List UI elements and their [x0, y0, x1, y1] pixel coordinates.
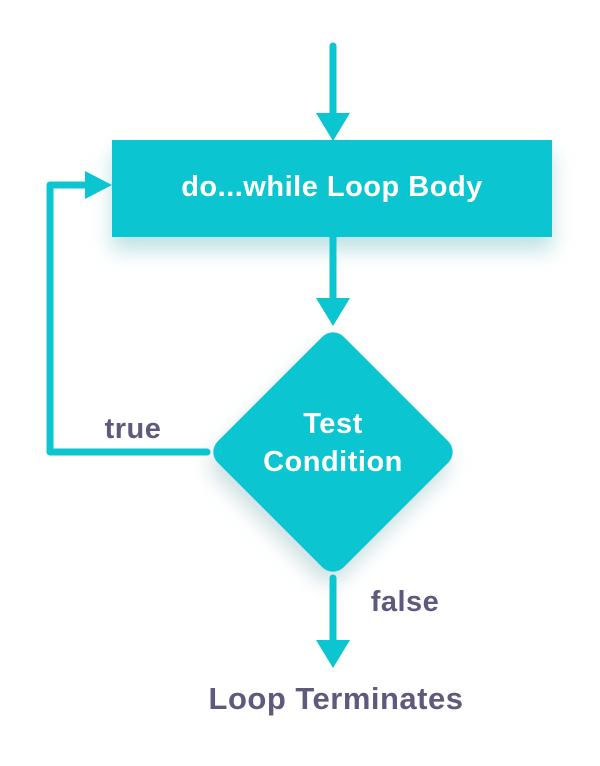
loop-body-label: do...while Loop Body	[181, 171, 483, 203]
true-branch-label: true	[105, 413, 162, 445]
test-condition-node	[213, 332, 453, 572]
true-branch-connector	[46, 181, 211, 456]
loop-terminates-label: Loop Terminates	[209, 681, 464, 716]
loop-body-node	[112, 140, 552, 237]
false-branch-arrowhead-icon	[316, 640, 350, 668]
test-condition-label-line2: Condition	[263, 446, 403, 478]
true-branch-arrowhead-icon	[85, 171, 112, 199]
false-branch-label: false	[371, 586, 440, 618]
entry-arrowhead-icon	[316, 113, 350, 141]
body-to-condition-arrowhead-icon	[316, 298, 350, 326]
test-condition-label-line1: Test	[303, 408, 362, 440]
